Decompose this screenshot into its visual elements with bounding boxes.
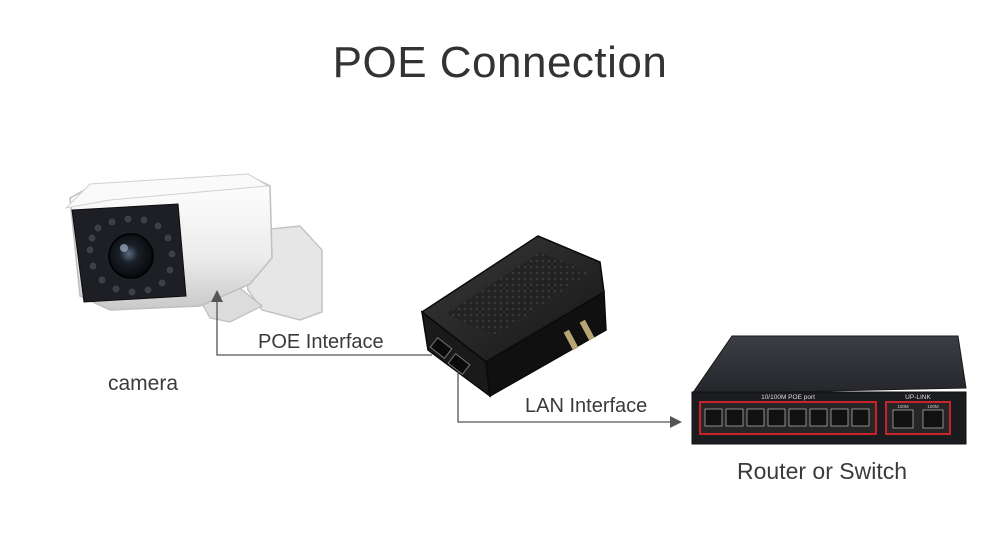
switch-poe-port bbox=[725, 408, 744, 427]
switch-uplink-speed-label: 100M bbox=[927, 404, 939, 409]
page-title: POE Connection bbox=[332, 38, 668, 87]
camera-label: camera bbox=[108, 372, 179, 395]
poe-interface-label: POE Interface bbox=[258, 331, 384, 353]
injector-plug-prong bbox=[579, 319, 595, 341]
poe-injector-device bbox=[420, 235, 607, 398]
switch-uplink-port bbox=[892, 409, 914, 429]
arrow-up-icon bbox=[211, 290, 223, 302]
injector-poe-port bbox=[429, 337, 453, 359]
lan-interface-label: LAN Interface bbox=[525, 395, 648, 417]
camera-lens bbox=[108, 233, 154, 279]
switch-uplink-speed-label: 100M bbox=[897, 404, 909, 409]
arrow-right-icon bbox=[670, 416, 682, 428]
lan-connection-line bbox=[457, 372, 672, 423]
camera-lens-glint bbox=[120, 244, 128, 252]
switch-poe-port bbox=[746, 408, 765, 427]
switch-uplink-port bbox=[922, 409, 944, 429]
injector-lan-port bbox=[447, 353, 471, 375]
switch-poe-ports bbox=[704, 408, 870, 427]
switch-poe-port bbox=[830, 408, 849, 427]
switch-poe-port bbox=[788, 408, 807, 427]
switch-device: 10/100M POE port UP-LINK 100M 100M bbox=[691, 335, 967, 445]
injector-grip-texture bbox=[446, 252, 590, 336]
switch-top-face bbox=[691, 335, 967, 395]
injector-plug-prong bbox=[563, 329, 579, 351]
poe-connection-line bbox=[216, 300, 432, 356]
camera-device bbox=[64, 173, 323, 323]
connection-lines bbox=[216, 300, 672, 423]
switch-port-group-label: 10/100M POE port bbox=[761, 394, 815, 401]
switch-poe-port bbox=[704, 408, 723, 427]
switch-poe-port bbox=[767, 408, 786, 427]
switch-uplink-label: UP-LINK bbox=[905, 394, 931, 401]
camera-sunshield bbox=[64, 173, 270, 209]
router-switch-label: Router or Switch bbox=[737, 458, 908, 484]
switch-poe-port bbox=[851, 408, 870, 427]
injector-side-face bbox=[485, 290, 607, 398]
switch-poe-port bbox=[809, 408, 828, 427]
camera-ir-leds bbox=[85, 214, 177, 297]
